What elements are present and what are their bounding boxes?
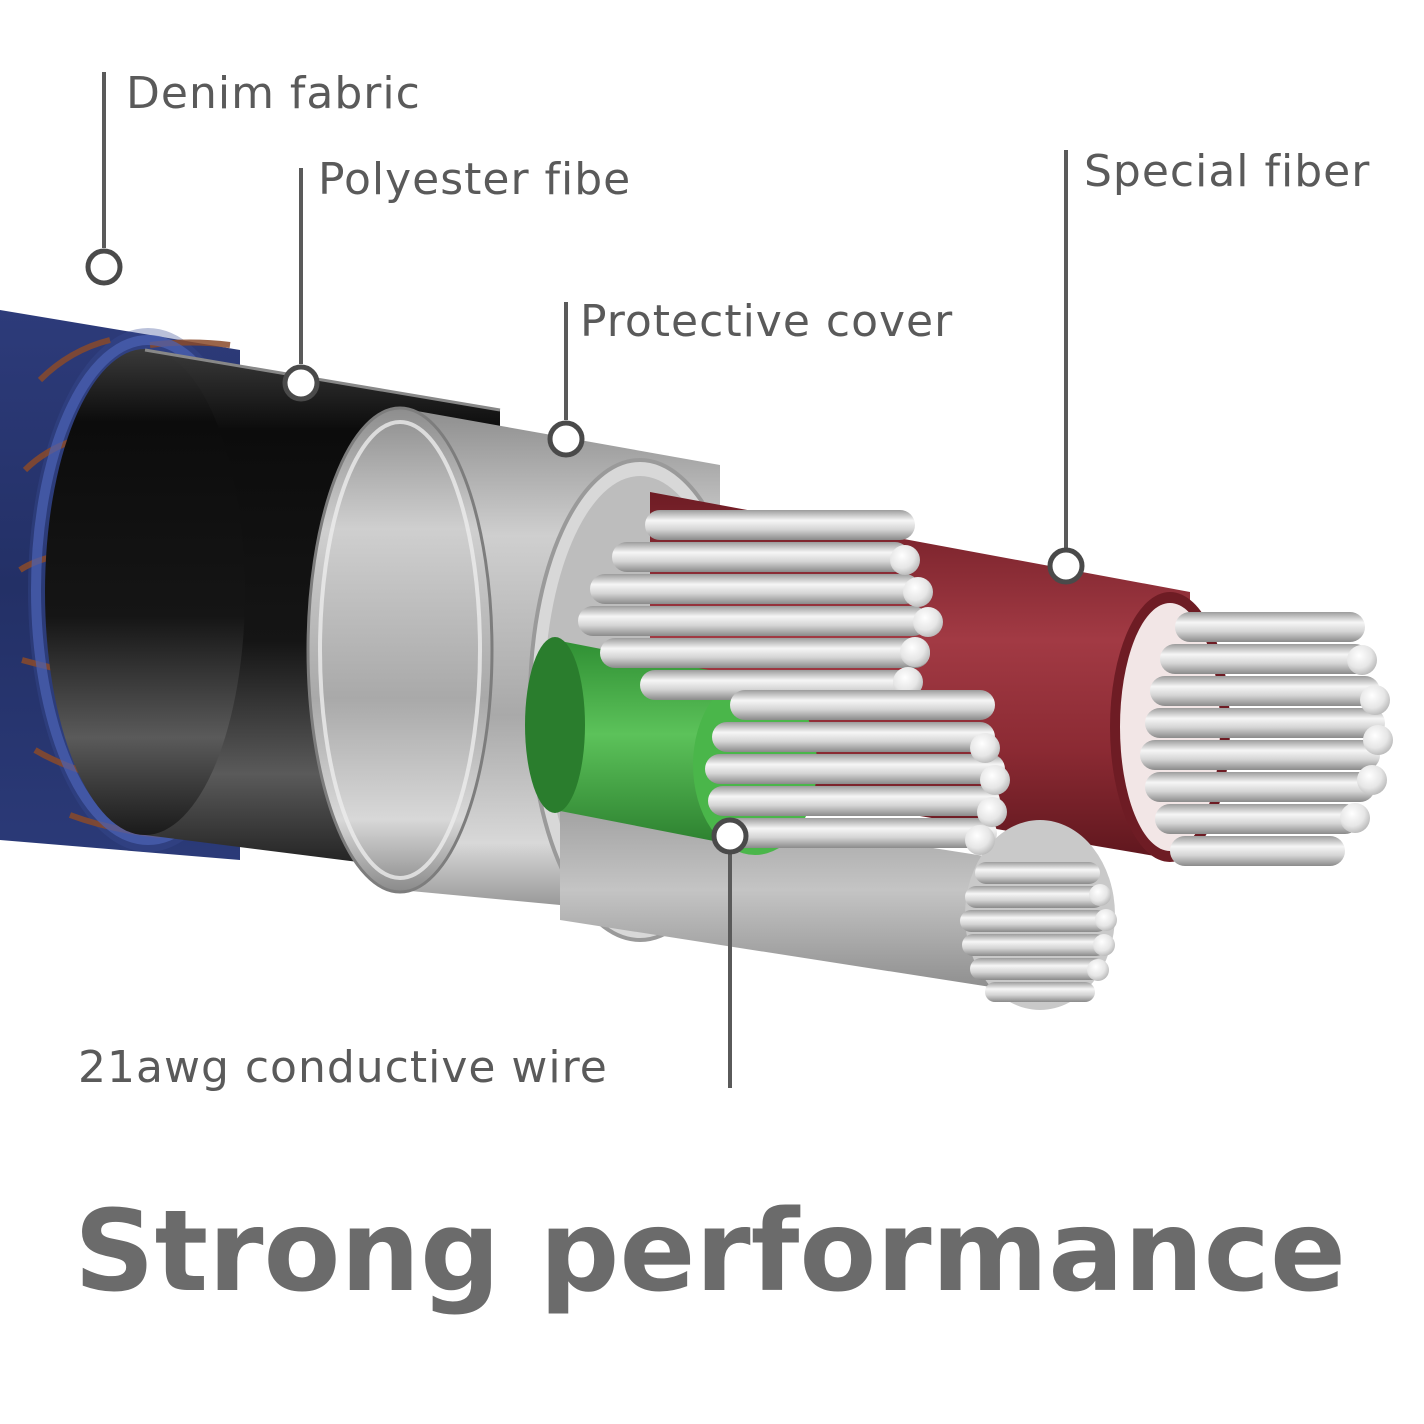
- marker-special: [1047, 547, 1085, 585]
- strand-bundle-red: [1140, 612, 1393, 866]
- marker-denim: [85, 248, 123, 286]
- label-denim-fabric: Denim fabric: [126, 68, 421, 119]
- callout-markers: [85, 248, 1085, 855]
- headline: Strong performance: [74, 1187, 1346, 1317]
- strand-bundle-upper: [578, 510, 943, 700]
- strand-bundle-green: [705, 690, 1010, 855]
- callout-lines: [102, 72, 1068, 1088]
- label-polyester-fibe: Polyester fibe: [318, 154, 632, 205]
- strand-bundle-grey: [960, 862, 1117, 1002]
- label-conductive-wire: 21awg conductive wire: [78, 1042, 608, 1093]
- label-special-fiber: Special fiber: [1084, 146, 1371, 197]
- marker-polyester: [282, 364, 320, 402]
- label-protective-cover: Protective cover: [580, 296, 954, 347]
- marker-wire: [711, 817, 749, 855]
- marker-protective: [547, 420, 585, 458]
